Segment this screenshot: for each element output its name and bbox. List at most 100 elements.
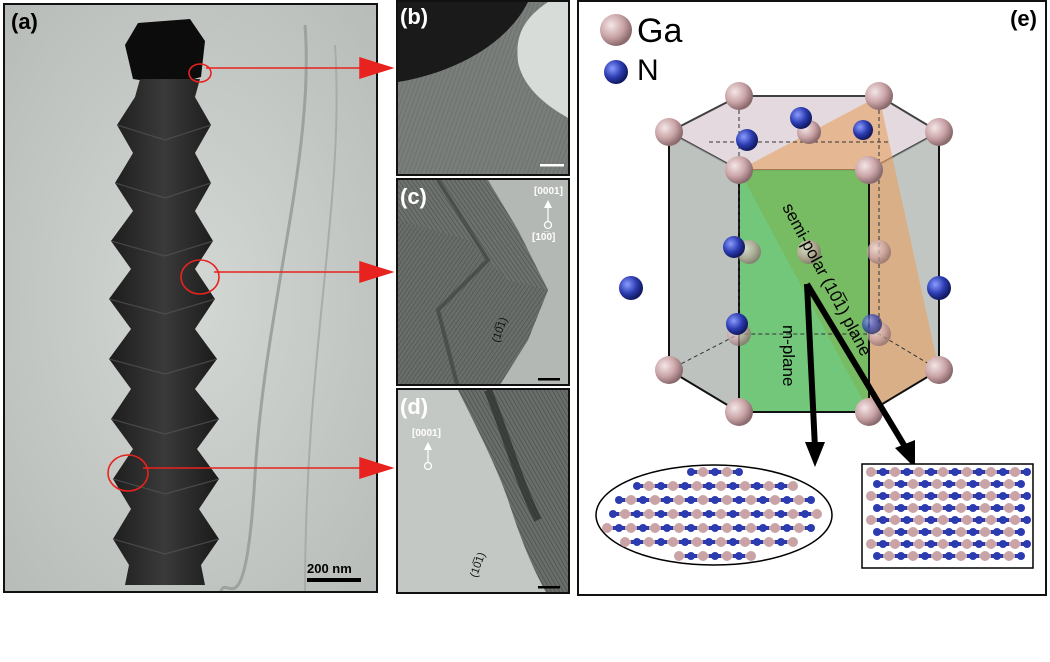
ga-atom xyxy=(722,551,732,561)
n-atom xyxy=(735,524,743,532)
ga-atom xyxy=(962,515,972,525)
n-atom xyxy=(735,468,743,476)
ga-atom xyxy=(938,539,948,549)
ga-atom xyxy=(650,495,660,505)
n-atom xyxy=(897,480,905,488)
ga-atom xyxy=(716,481,726,491)
semi-polar-structure xyxy=(861,463,1034,569)
panel-c: (c) [0001] [10̅0] (10̅1) xyxy=(396,178,570,386)
legend-n-sphere xyxy=(604,60,628,84)
n-atom xyxy=(1017,504,1025,512)
n-atom xyxy=(777,510,785,518)
n-atom xyxy=(753,510,761,518)
n-atom xyxy=(783,524,791,532)
ga-atom xyxy=(674,551,684,561)
ga-atom xyxy=(602,523,612,533)
ga-atom xyxy=(692,509,702,519)
ga-atom xyxy=(644,481,654,491)
n-atom xyxy=(999,468,1007,476)
n-atom xyxy=(657,482,665,490)
n-atom xyxy=(687,496,695,504)
n-atom xyxy=(927,468,935,476)
ga-atom xyxy=(962,539,972,549)
n-atom xyxy=(1017,552,1025,560)
n-atom xyxy=(897,528,905,536)
ga-atom xyxy=(956,527,966,537)
ga-atom xyxy=(980,551,990,561)
n-atom xyxy=(687,552,695,560)
ga-atom xyxy=(884,551,894,561)
m-plane xyxy=(739,170,869,412)
n-atom xyxy=(705,510,713,518)
ga-atom xyxy=(866,515,876,525)
n-atom xyxy=(1023,540,1031,548)
panel-c-axis-up: [0001] xyxy=(534,186,563,197)
ga-atom xyxy=(890,491,900,501)
ga-atom xyxy=(764,537,774,547)
n-atom xyxy=(1023,516,1031,524)
n-atom xyxy=(951,468,959,476)
ga-atom xyxy=(674,495,684,505)
ga-atom xyxy=(866,491,876,501)
n-atom xyxy=(711,468,719,476)
n-atom xyxy=(657,538,665,546)
ga-atom xyxy=(884,503,894,513)
n-atom xyxy=(879,468,887,476)
hrtem-image-b xyxy=(398,2,568,174)
n-atom xyxy=(993,528,1001,536)
panel-b: (b) xyxy=(396,0,570,176)
ga-atom xyxy=(644,509,654,519)
n-atom xyxy=(927,492,935,500)
ga-atom xyxy=(698,523,708,533)
ga-atom xyxy=(908,527,918,537)
n-atom xyxy=(657,510,665,518)
n-atom xyxy=(903,540,911,548)
ga-atom xyxy=(938,467,948,477)
n-atom xyxy=(879,492,887,500)
n-atom xyxy=(735,552,743,560)
ga-atom xyxy=(620,509,630,519)
ga-atom xyxy=(716,509,726,519)
ga-atom xyxy=(1004,527,1014,537)
ga-atom xyxy=(740,509,750,519)
ga-atom xyxy=(1010,539,1020,549)
ga-atom xyxy=(890,515,900,525)
n-atom xyxy=(633,538,641,546)
ga-atom xyxy=(716,537,726,547)
ga-atom xyxy=(962,467,972,477)
ga-atom xyxy=(668,481,678,491)
panel-d-axis-up: [0001] xyxy=(412,428,441,439)
n-atom xyxy=(1023,492,1031,500)
ga-atom xyxy=(764,481,774,491)
n-atom xyxy=(969,480,977,488)
ga-atom xyxy=(788,537,798,547)
ga-atom xyxy=(932,479,942,489)
n-atom xyxy=(927,540,935,548)
highlight-circle-2 xyxy=(180,259,220,295)
ga-atom xyxy=(932,503,942,513)
n-atom xyxy=(759,496,767,504)
n-atom xyxy=(903,492,911,500)
n-atom xyxy=(945,504,953,512)
n-atom xyxy=(873,528,881,536)
crystal-schematic: semi-polar (10̅1) plane m-plane xyxy=(595,14,1034,569)
n-atom xyxy=(921,504,929,512)
ga-atom xyxy=(1010,467,1020,477)
ga-atom xyxy=(674,523,684,533)
ga-atom xyxy=(722,495,732,505)
ga-atom xyxy=(668,509,678,519)
ga-atom xyxy=(914,467,924,477)
n-atom xyxy=(969,528,977,536)
ga-atom xyxy=(698,551,708,561)
ga-atom xyxy=(644,537,654,547)
prism-left-face xyxy=(669,132,739,412)
ga-atom xyxy=(692,537,702,547)
n-atom xyxy=(687,468,695,476)
n-atom xyxy=(969,504,977,512)
n-atom xyxy=(969,552,977,560)
hrtem-image-c xyxy=(398,180,568,384)
panel-e-label: (e) xyxy=(1010,6,1037,31)
n-atom xyxy=(993,552,1001,560)
n-atom xyxy=(993,504,1001,512)
ga-atom xyxy=(914,491,924,501)
